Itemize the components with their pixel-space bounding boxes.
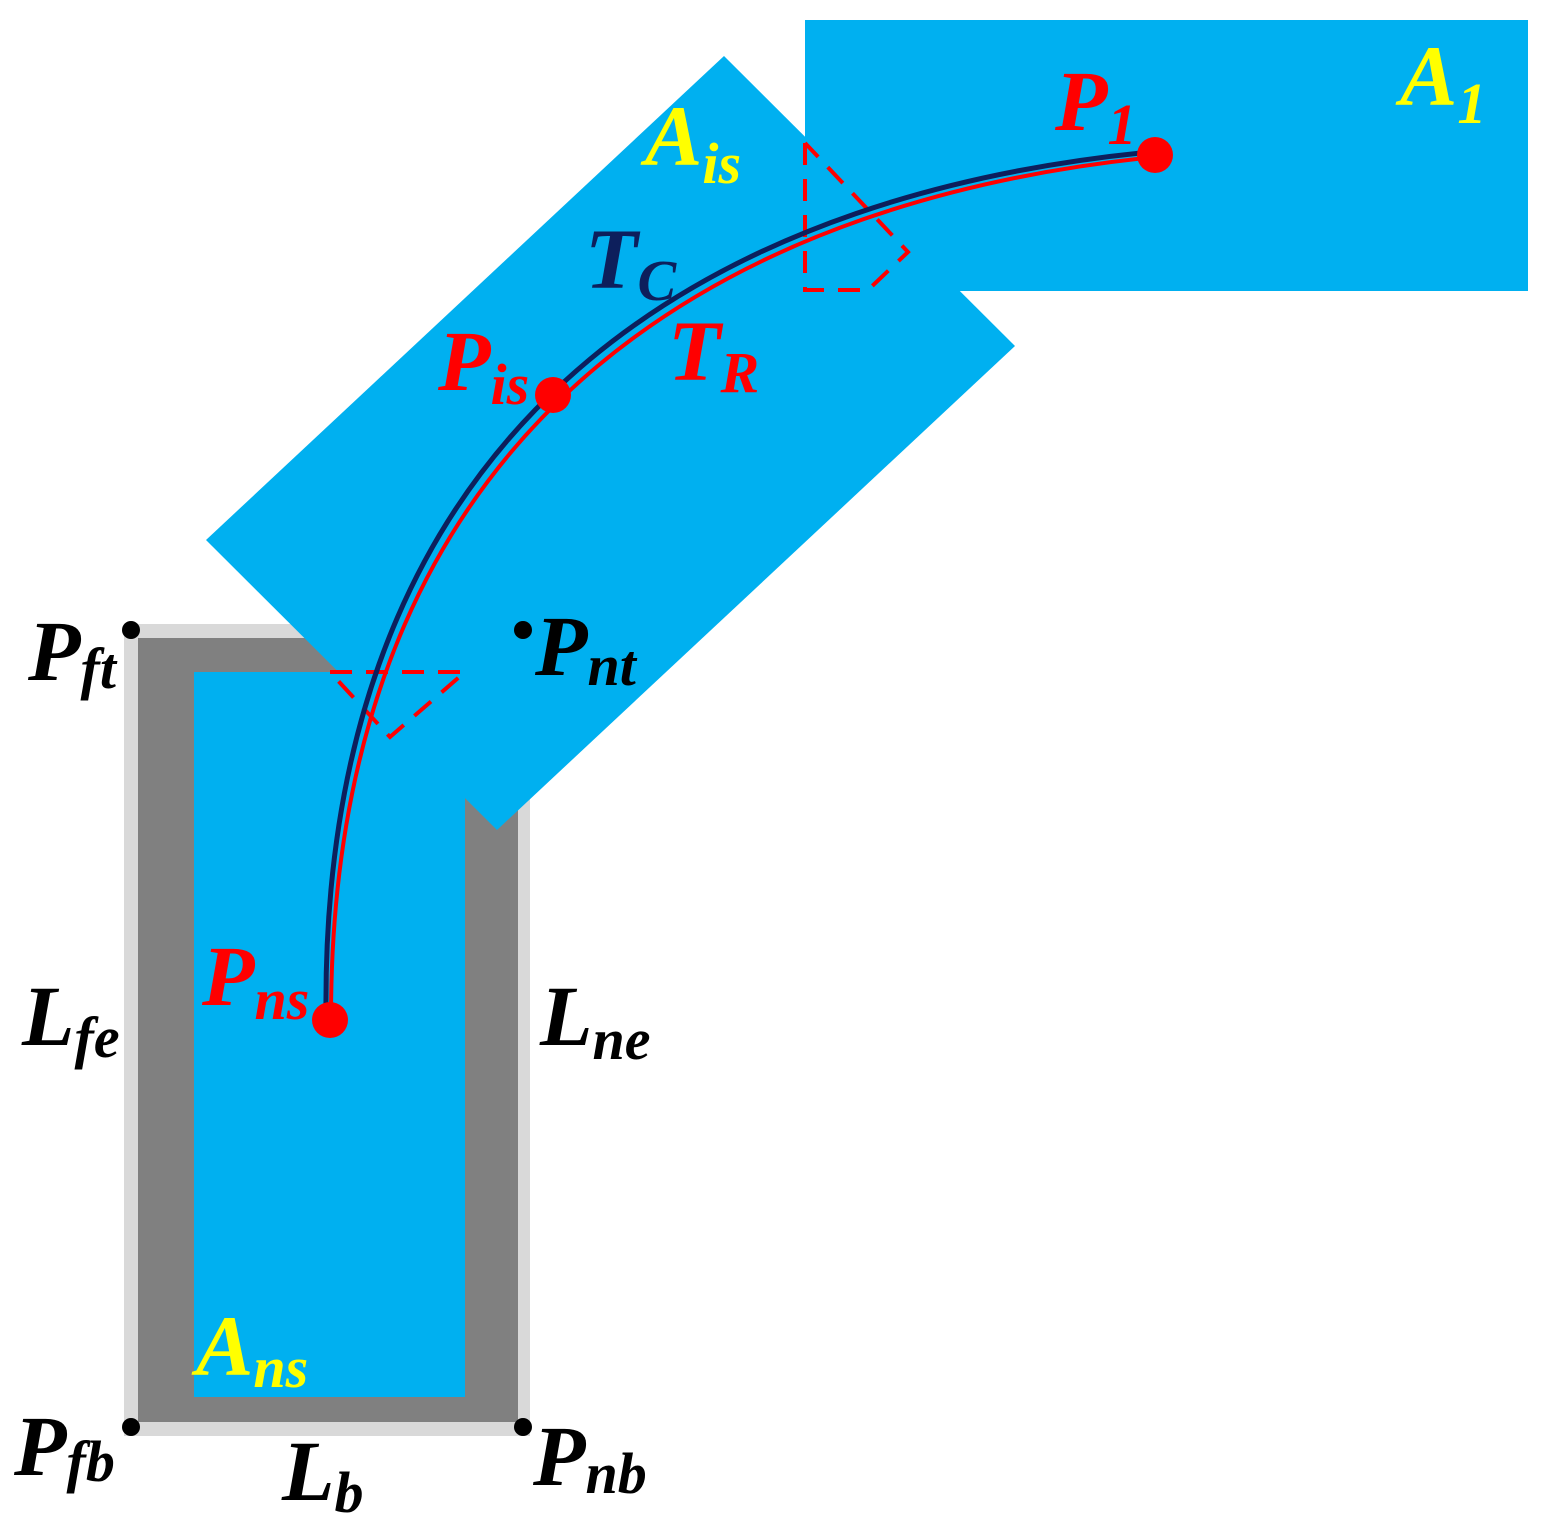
corner-pnt (514, 621, 532, 639)
point-pns (312, 1002, 348, 1038)
trajectory-tr (328, 155, 1156, 1021)
point-p1 (1137, 137, 1173, 173)
corner-pfb (122, 1418, 140, 1436)
label-lne: Lne (539, 968, 651, 1072)
label-ans: Ans (191, 1298, 308, 1400)
label-pnb: Pnb (532, 1408, 647, 1506)
label-p1: P1 (1054, 53, 1137, 157)
label-pft: Pft (27, 603, 118, 701)
corner-pft (122, 621, 140, 639)
label-pnt: Pnt (534, 598, 638, 698)
trajectory-tc (323, 149, 1151, 1016)
corner-pnb (514, 1418, 532, 1436)
point-pis (535, 377, 571, 413)
label-tc: TC (585, 211, 678, 313)
label-lb: Lb (281, 1423, 364, 1525)
label-lfe: Lfe (21, 968, 120, 1070)
dashed-triangle-bottom (328, 670, 471, 740)
label-ais: Ais (640, 88, 741, 196)
label-pis: Pis (437, 313, 529, 417)
label-pfb: Pfb (13, 1398, 115, 1494)
label-a1: A1 (1395, 28, 1486, 136)
label-tr: TR (668, 303, 759, 405)
label-pns: Pns (201, 928, 309, 1032)
